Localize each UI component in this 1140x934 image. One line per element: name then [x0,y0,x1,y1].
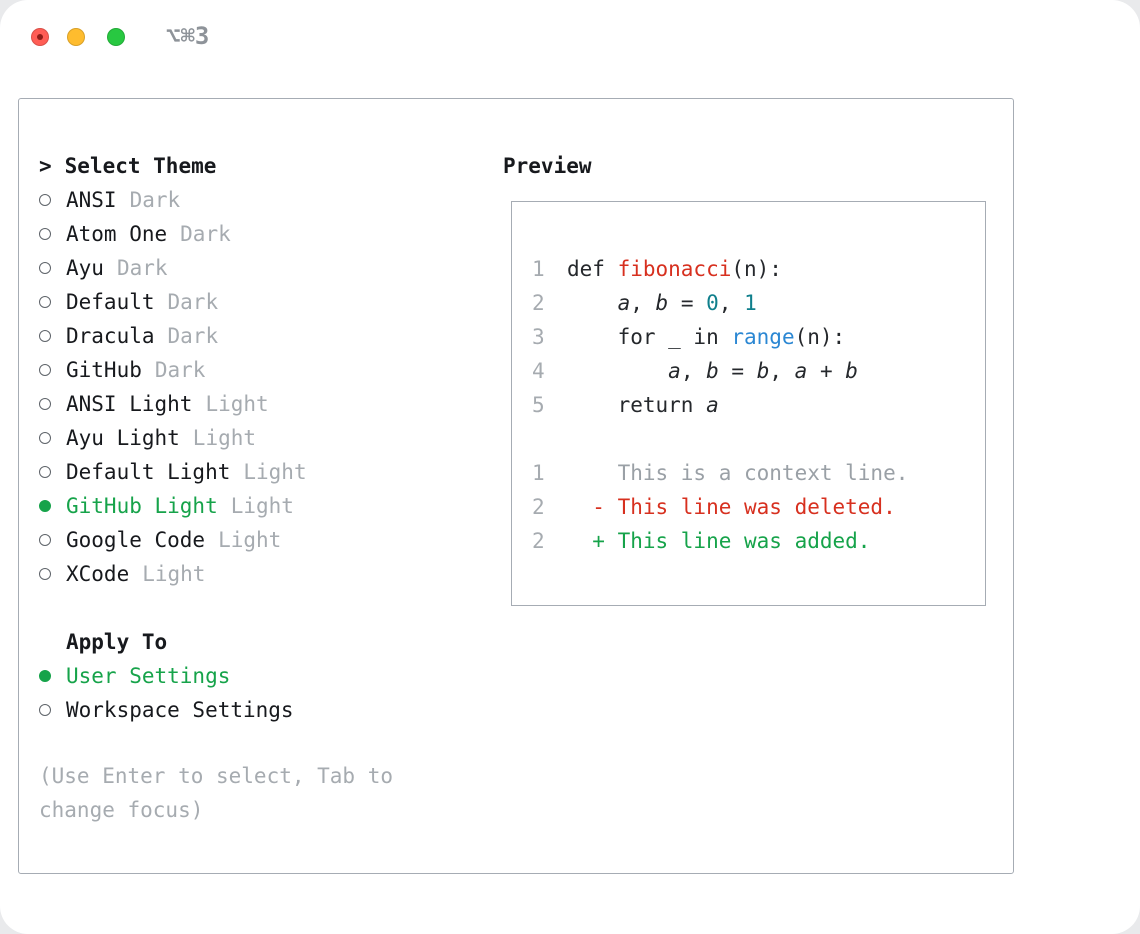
radio-selected-icon [39,670,51,682]
theme-option-ansi-light[interactable]: ANSI Light Light [39,387,393,421]
radio-icon [39,228,51,240]
apply-option-workspace-settings[interactable]: Workspace Settings [39,693,393,727]
radio-icon [39,534,51,546]
theme-variant-label: Dark [154,358,206,382]
select-theme-title: > Select Theme [39,149,393,183]
code-line: 3 for _ in range(n): [532,320,985,354]
apply-to-title: Apply To [66,630,168,654]
diff-line-added: 2 + This line was added. [532,524,985,558]
code-line: 2 a, b = 0, 1 [532,286,985,320]
theme-option-atom-one[interactable]: Atom One Dark [39,217,393,251]
diff-preview: 1 This is a context line.2 - This line w… [532,456,985,558]
code-line: 1 def fibonacci(n): [532,252,985,286]
theme-variant-label: Dark [116,256,168,280]
radio-icon [39,194,51,206]
theme-option-ayu[interactable]: Ayu Dark [39,251,393,285]
theme-option-ansi[interactable]: ANSI Dark [39,183,393,217]
theme-variant-label: Dark [167,290,219,314]
code-text: def fibonacci(n): [567,257,782,281]
window-shortcut-label: ⌥⌘3 [166,22,210,50]
line-number: 1 [532,461,545,485]
theme-option-xcode[interactable]: XCode Light [39,557,393,591]
hint-line: change focus) [39,798,204,822]
code-text: a, b = b, a + b [668,359,858,383]
radio-icon [39,466,51,478]
close-button[interactable] [31,28,49,46]
theme-name: XCode [66,562,130,586]
radio-icon [39,432,51,444]
theme-option-ayu-light[interactable]: Ayu Light Light [39,421,393,455]
prompt-caret: > [39,154,52,178]
line-number: 4 [532,359,545,383]
diff-text: - This line was deleted. [567,495,896,519]
theme-option-default-light[interactable]: Default Light Light [39,455,393,489]
theme-name: Atom One [66,222,168,246]
line-number: 2 [532,495,545,519]
code-text: for _ in range(n): [567,325,846,349]
theme-name: GitHub Light [66,494,218,518]
theme-name: Google Code [66,528,206,552]
theme-option-default[interactable]: Default Dark [39,285,393,319]
theme-name: ANSI [66,188,117,212]
diff-line-deleted: 2 - This line was deleted. [532,490,985,524]
radio-selected-icon [39,500,51,512]
apply-option-user-settings[interactable]: User Settings [39,659,393,693]
zoom-button[interactable] [107,28,125,46]
radio-icon [39,296,51,308]
radio-icon [39,568,51,580]
theme-variant-label: Light [243,460,307,484]
radio-icon [39,330,51,342]
minimize-button[interactable] [67,28,85,46]
theme-variant-label: Light [230,494,294,518]
preview-title: Preview [503,154,592,178]
diff-text: This is a context line. [567,461,909,485]
radio-icon [39,704,51,716]
theme-name: Default [66,290,155,314]
theme-variant-label: Dark [167,324,219,348]
theme-name: Ayu Light [66,426,180,450]
apply-option-label: User Settings [66,664,231,688]
window-titlebar: ⌥⌘3 [0,0,1140,70]
theme-variant-label: Dark [180,222,231,246]
code-text: a, b = 0, 1 [617,291,757,315]
radio-icon [39,398,51,410]
line-number: 3 [532,325,545,349]
radio-icon [39,364,51,376]
theme-name: Dracula [66,324,155,348]
line-number: 2 [532,529,545,553]
line-number: 5 [532,393,545,417]
code-line: 4 a, b = b, a + b [532,354,985,388]
line-number: 1 [532,257,545,281]
theme-name: Default Light [66,460,231,484]
diff-line-context: 1 This is a context line. [532,456,985,490]
theme-variant-label: Light [142,562,206,586]
theme-option-google-code[interactable]: Google Code Light [39,523,393,557]
theme-variant-label: Light [192,426,257,450]
code-line: 5 return a [532,388,985,422]
hint-text: (Use Enter to select, Tab to change focus… [39,759,393,827]
theme-variant-label: Dark [129,188,181,212]
theme-variant-label: Light [205,392,269,416]
theme-name: Ayu [66,256,104,280]
theme-variant-label: Light [218,528,282,552]
diff-text: + This line was added. [567,529,871,553]
code-text: return a [567,393,719,417]
theme-option-github-light[interactable]: GitHub Light Light [39,489,393,523]
theme-name: ANSI Light [66,392,193,416]
apply-option-label: Workspace Settings [66,698,294,722]
hint-line: (Use Enter to select, Tab to [39,764,394,788]
theme-option-github[interactable]: GitHub Dark [39,353,393,387]
theme-name: GitHub [66,358,142,382]
select-theme-title-text: Select Theme [64,154,217,178]
radio-icon [39,262,51,274]
line-number: 2 [532,291,545,315]
theme-option-dracula[interactable]: Dracula Dark [39,319,393,353]
